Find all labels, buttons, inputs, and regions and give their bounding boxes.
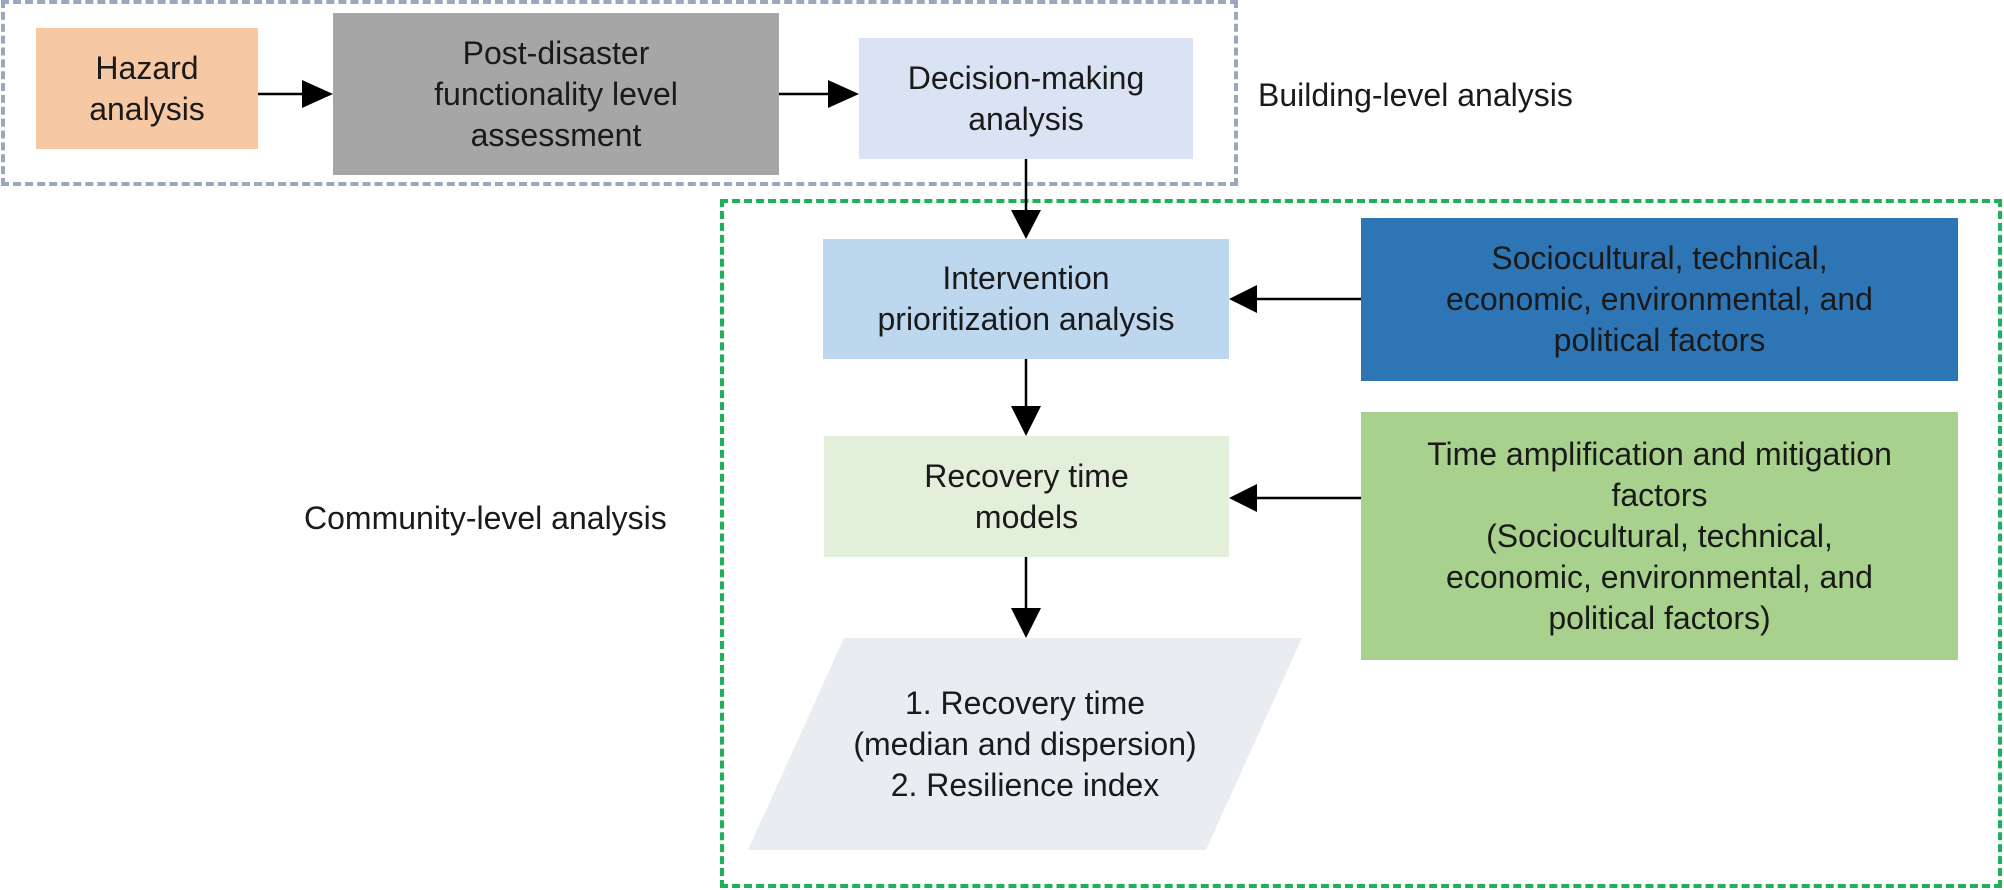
time-amplification-factors-node: Time amplification and mitigation factor… <box>1361 412 1958 660</box>
decision-making-node: Decision-making analysis <box>859 38 1193 159</box>
factors-node: Sociocultural, technical, economic, envi… <box>1361 218 1958 381</box>
post-disaster-assessment-node: Post-disaster functionality level assess… <box>333 13 779 175</box>
building-level-group <box>1 0 1238 186</box>
hazard-analysis-node: Hazard analysis <box>36 28 258 149</box>
outputs-parallelogram <box>748 638 1302 850</box>
community-level-label: Community-level analysis <box>304 500 667 536</box>
outputs-node: 1. Recovery time (median and dispersion)… <box>853 684 1197 803</box>
recovery-time-models-node: Recovery time models <box>824 436 1229 557</box>
building-level-label: Building-level analysis <box>1258 77 1573 113</box>
intervention-prioritization-node: Intervention prioritization analysis <box>823 239 1229 359</box>
community-level-group <box>720 199 2002 888</box>
